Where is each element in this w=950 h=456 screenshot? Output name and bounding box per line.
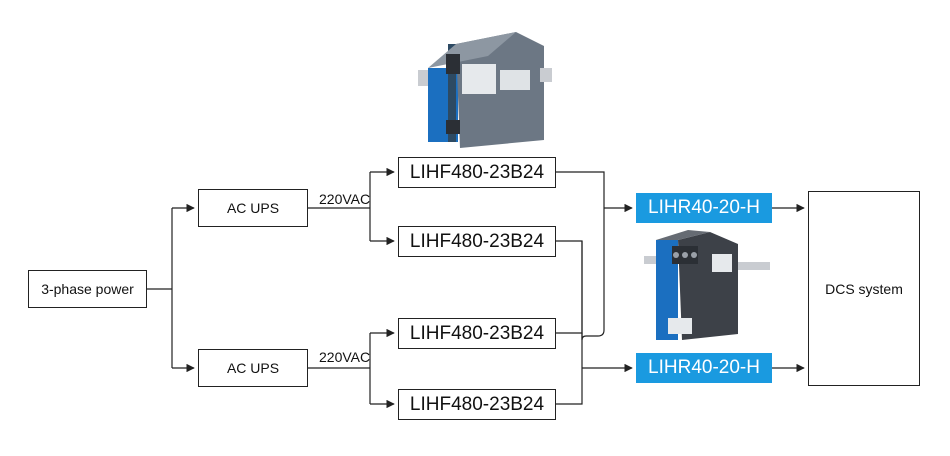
node-ac-ups-bottom: AC UPS — [198, 349, 308, 387]
psu-device-illustration — [418, 32, 552, 148]
node-lihr40-bottom: LIHR40-20-H — [636, 353, 772, 383]
edge-psu3-out — [556, 241, 583, 334]
edge-label-220vac-bottom: 220VAC — [319, 349, 371, 365]
node-lihf480-2: LIHF480-23B24 — [398, 226, 556, 257]
edge-psu1-out — [556, 171, 605, 208]
edge-label-220vac-top: 220VAC — [319, 191, 371, 207]
node-lihr40-top: LIHR40-20-H — [636, 193, 772, 223]
node-lihf480-4: LIHF480-23B24 — [398, 389, 556, 420]
redundancy-device-illustration — [644, 230, 770, 340]
edge-psu3-up — [581, 208, 605, 341]
edge-psu4-out — [556, 368, 583, 405]
node-dcs-system: DCS system — [808, 191, 920, 386]
edge-psu2-out — [556, 240, 583, 368]
node-3-phase-power: 3-phase power — [28, 270, 147, 308]
node-lihf480-1: LIHF480-23B24 — [398, 157, 556, 188]
node-ac-ups-top: AC UPS — [198, 189, 308, 227]
node-lihf480-3: LIHF480-23B24 — [398, 318, 556, 349]
